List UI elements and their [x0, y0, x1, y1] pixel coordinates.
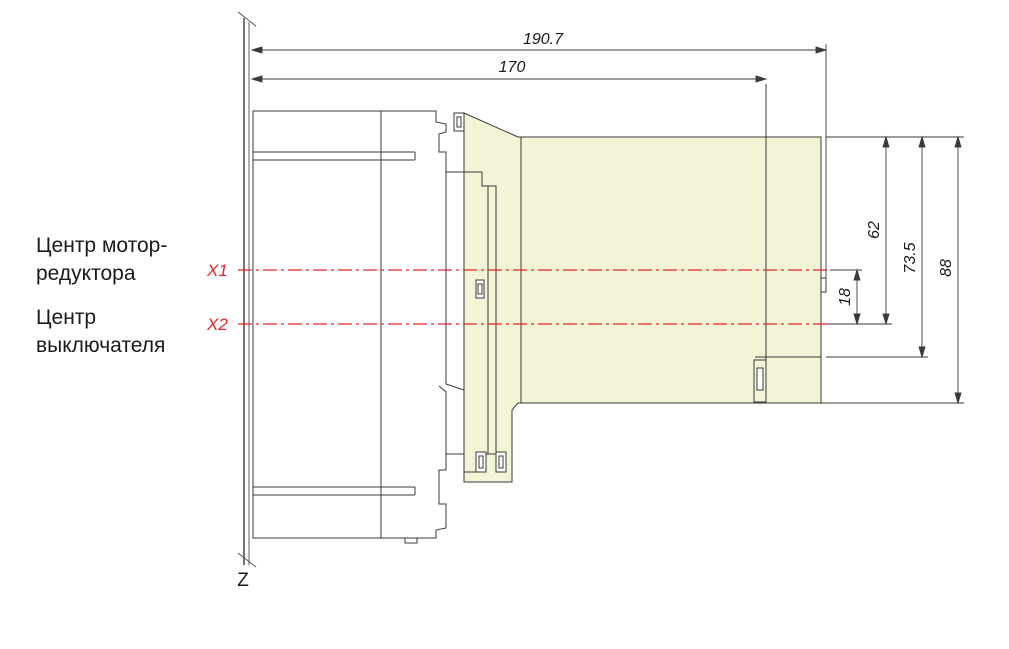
axis-label-x2: X2 — [206, 315, 228, 334]
switch-center-label-line1: Центр — [36, 306, 97, 329]
vertical-dimensions — [821, 135, 964, 405]
switch-shaft-tip — [820, 277, 827, 293]
axis-label-x1: X1 — [206, 261, 228, 280]
dimension-height-73-5: 73.5 — [902, 242, 919, 273]
motor-center-label-line1: Центр мотор- — [36, 234, 168, 257]
dimension-height-62: 62 — [866, 221, 883, 239]
switch-housing — [463, 112, 822, 483]
switch-block — [463, 84, 827, 483]
axis-label-z: Z — [237, 570, 249, 591]
dimension-offset-18: 18 — [837, 288, 854, 306]
dimension-body-length: 170 — [499, 59, 526, 76]
switch-center-label-line2: выключателя — [36, 334, 166, 357]
center-lines — [238, 269, 830, 325]
motor-center-label-line2: редуктора — [36, 262, 136, 285]
dimension-overall-length: 190.7 — [523, 31, 564, 48]
mounting-plate — [237, 11, 257, 568]
dimension-height-88: 88 — [938, 259, 955, 277]
horizontal-dimensions — [250, 44, 828, 278]
